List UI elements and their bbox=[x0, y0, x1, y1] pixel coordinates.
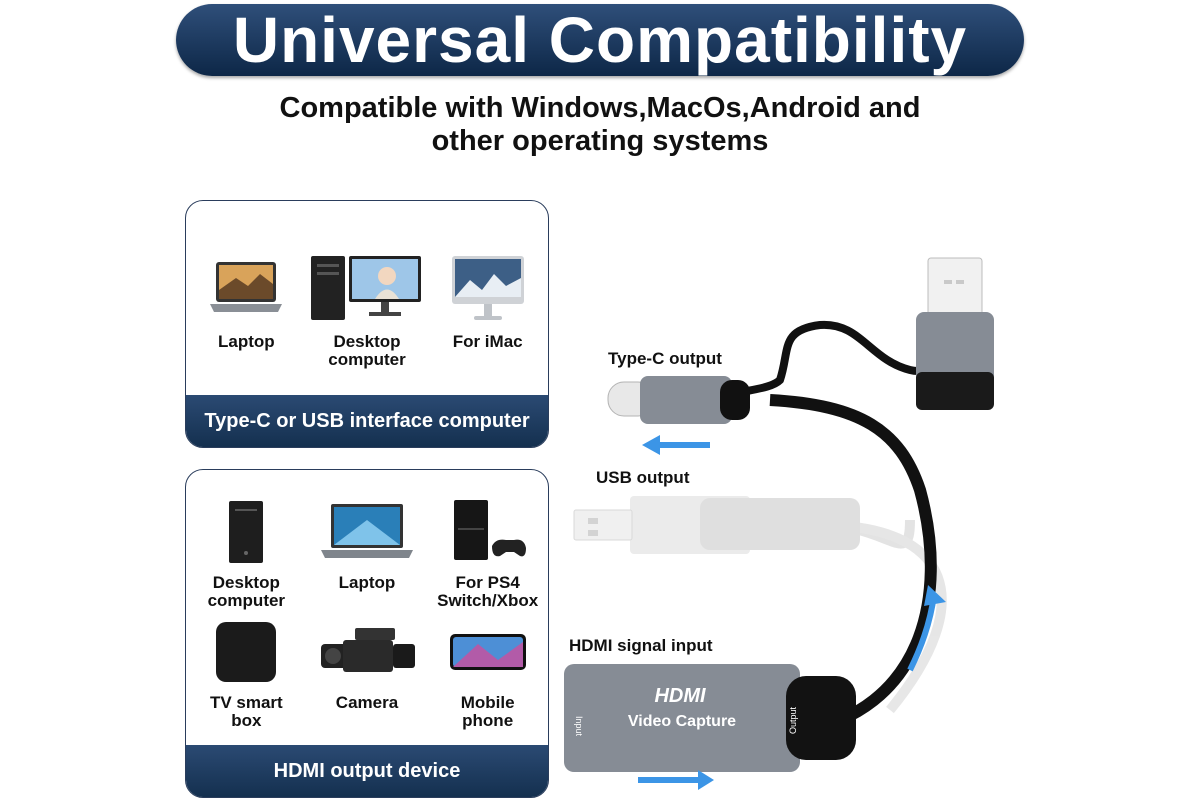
device-label: Desktop computer bbox=[207, 573, 286, 610]
usb-output-label: USB output bbox=[596, 468, 690, 487]
cable-main bbox=[769, 394, 937, 738]
arrows bbox=[638, 435, 946, 790]
tower-pc-icon bbox=[186, 496, 307, 568]
subtitle: Compatible with Windows,MacOs,Android an… bbox=[200, 92, 1000, 158]
device-camera: Camera bbox=[307, 616, 428, 730]
laptop-icon bbox=[186, 249, 307, 327]
device-tower-pc: Desktop computer bbox=[186, 496, 307, 610]
desktop-computer-icon bbox=[307, 249, 428, 327]
cable-typec-branch bbox=[718, 320, 953, 402]
type-c-plug bbox=[607, 376, 750, 424]
device-laptop: Laptop bbox=[186, 249, 307, 369]
device-label: TV smart box bbox=[209, 693, 283, 730]
device-label: Mobile phone bbox=[460, 693, 515, 730]
device-label: Camera bbox=[335, 693, 399, 712]
page-title: Universal Compatibility bbox=[232, 4, 968, 76]
hdmi-logo: HDMI bbox=[654, 685, 706, 707]
tv-box-icon bbox=[186, 616, 307, 688]
smartphone-icon bbox=[427, 616, 548, 688]
camcorder-icon bbox=[307, 616, 428, 688]
device-tv-box: TV smart box bbox=[186, 616, 307, 730]
usb-a-plug bbox=[916, 257, 994, 410]
port-output-label: Output bbox=[788, 706, 798, 734]
capture-device: HDMI Video Capture Input Output bbox=[564, 664, 856, 772]
device-label: Laptop bbox=[338, 573, 396, 592]
hdmi-input-label: HDMI signal input bbox=[569, 636, 713, 655]
title-banner: Universal Compatibility bbox=[176, 4, 1024, 76]
device-label: For iMac bbox=[452, 332, 523, 351]
subtitle-line-2: other operating systems bbox=[431, 125, 769, 157]
computers-panel-footer: Type-C or USB interface computer bbox=[186, 395, 548, 447]
port-input-label: Input bbox=[574, 716, 584, 737]
usb-cable-faded bbox=[573, 496, 947, 714]
subtitle-line-1: Compatible with Windows,MacOs,Android an… bbox=[279, 92, 921, 124]
device-label: For PS4 Switch/Xbox bbox=[437, 573, 539, 610]
device-name: Video Capture bbox=[628, 713, 736, 730]
device-game-console: For PS4 Switch/Xbox bbox=[427, 496, 548, 610]
device-label: Desktop computer bbox=[328, 332, 406, 369]
device-desktop-computer: Desktop computer bbox=[307, 249, 428, 369]
device-imac: For iMac bbox=[427, 249, 548, 369]
computers-panel: Laptop Desktop computer bbox=[185, 200, 549, 448]
device-label: Laptop bbox=[218, 332, 275, 351]
laptop-icon bbox=[307, 496, 428, 568]
game-console-icon bbox=[427, 496, 548, 568]
imac-icon bbox=[427, 249, 548, 327]
product-diagram: HDMI Video Capture Input Output bbox=[564, 257, 994, 790]
hdmi-devices-panel-footer: HDMI output device bbox=[186, 745, 548, 797]
typec-output-label: Type-C output bbox=[608, 349, 722, 368]
device-mobile-phone: Mobile phone bbox=[427, 616, 548, 730]
hdmi-devices-panel: Desktop computer Laptop For PS4 Switch/X… bbox=[185, 469, 549, 798]
device-laptop-2: Laptop bbox=[307, 496, 428, 610]
